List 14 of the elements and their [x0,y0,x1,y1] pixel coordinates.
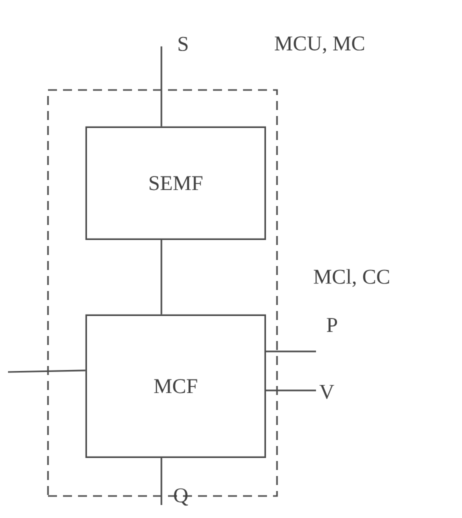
signal-label: V [319,384,334,400]
block-box: SEMF [85,126,266,240]
group-label: MCl, CC [314,269,390,287]
connector-line [160,46,162,126]
connector-line [160,458,162,505]
signal-label: Q [174,488,188,506]
connector-line [160,240,162,314]
signal-label: S [178,36,188,52]
signal-label: P [326,318,338,332]
group-label: MCU, MC [274,36,364,54]
block-box: MCF [85,314,266,458]
connector-line [266,350,316,352]
connector-line [8,370,86,373]
connector-line [266,390,316,392]
